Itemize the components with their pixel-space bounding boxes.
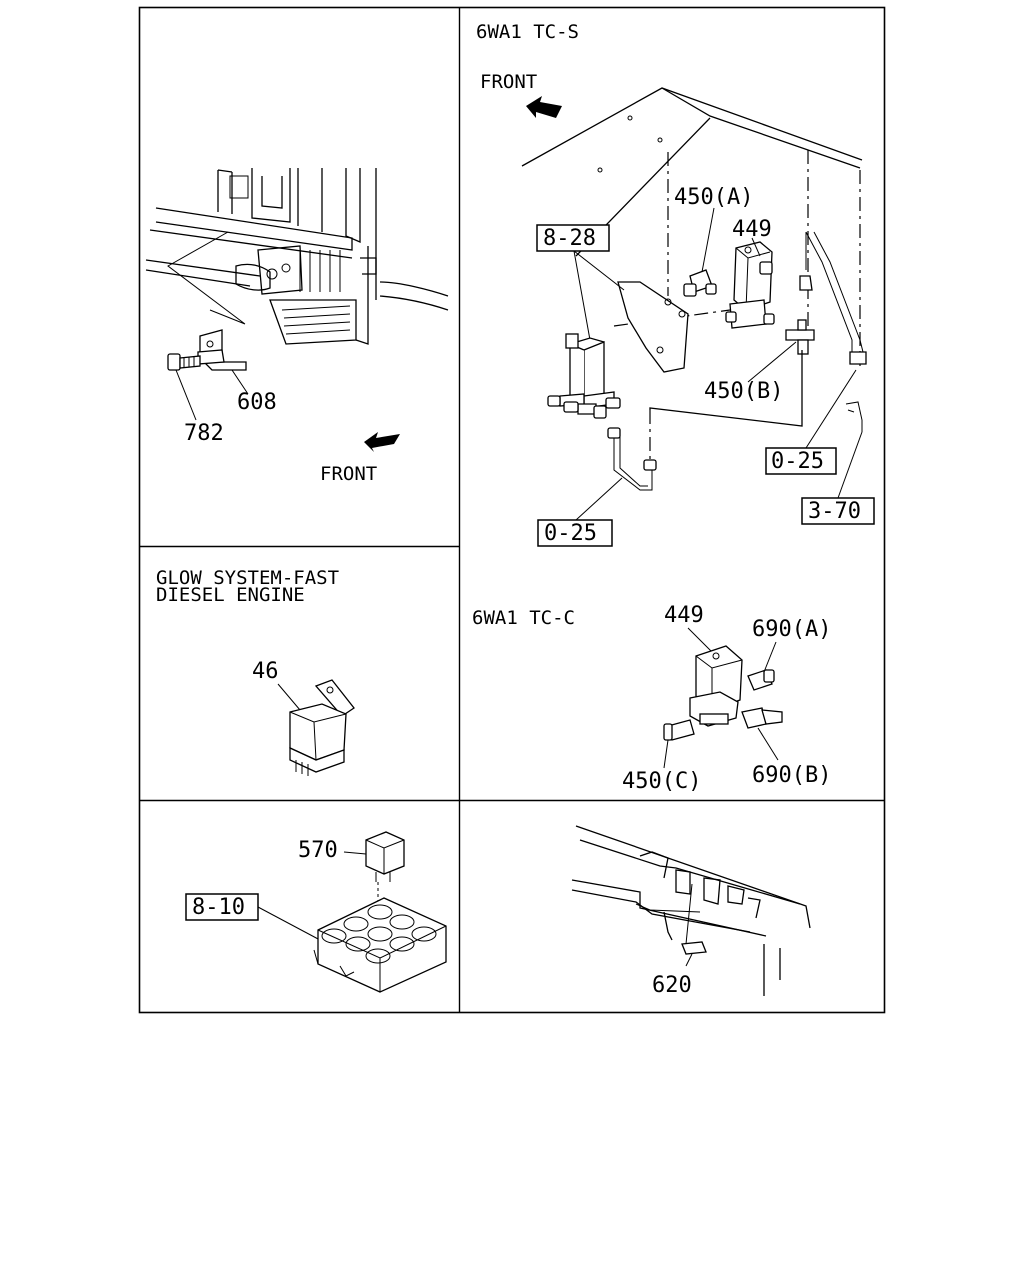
- variant-heading-tcs: 6WA1 TC-S: [476, 21, 579, 43]
- pipe-end-370: [845, 401, 863, 432]
- panel-middle-left: GLOW SYSTEM-FAST DIESEL ENGINE 46: [156, 567, 355, 776]
- bracket-location-leader: [167, 231, 246, 325]
- panel-top-left: 608 782 FRONT: [145, 168, 449, 485]
- callout-450a: 450(A): [674, 185, 753, 210]
- chassis-frame-drawing: [145, 168, 449, 345]
- panel-bottom-right: 620: [571, 825, 811, 998]
- leader-449-tcc: [687, 627, 713, 653]
- relay-570-drawing: [365, 831, 405, 906]
- leader-3-70: [837, 431, 863, 499]
- variant-heading-tcc: 6WA1 TC-C: [472, 607, 575, 629]
- ref-box-0-25-bottom: [537, 519, 613, 547]
- leader-690a: [763, 641, 777, 673]
- callout-449: 449: [732, 217, 772, 242]
- hose-clip: [643, 459, 657, 471]
- solenoid-449-tcc-drawing: [689, 645, 743, 727]
- ref-0-25-right: 0-25: [771, 449, 824, 474]
- front-label: FRONT: [320, 463, 377, 485]
- leader-46: [277, 683, 301, 711]
- heading-diesel-engine: DIESEL ENGINE: [156, 584, 305, 606]
- leader-0-25-bottom: [575, 477, 623, 521]
- ref-box-3-70: [801, 497, 875, 525]
- solenoid-valve-left-drawing: [547, 333, 621, 419]
- callout-690a: 690(A): [752, 617, 831, 642]
- callout-46: 46: [252, 659, 279, 684]
- panel-middle-right: 6WA1 TC-C 449 690(A) 690(B) 450(C): [472, 603, 831, 794]
- vacuum-hose-return: [649, 350, 803, 427]
- switch-620-drawing: [681, 941, 707, 955]
- ref-8-10: 8-10: [192, 895, 245, 920]
- callout-450c: 450(C): [622, 769, 701, 794]
- ref-8-28: 8-28: [543, 226, 596, 251]
- pipe-union: [849, 351, 867, 365]
- ref-3-70: 3-70: [808, 499, 861, 524]
- ref-box-8-28: [536, 224, 610, 252]
- ref-box-8-10: [185, 893, 259, 921]
- mounting-bracket-drawing: [617, 281, 689, 373]
- valve-450a-drawing: [683, 269, 717, 297]
- cab-floor-drawing: [521, 87, 863, 257]
- vacuum-hose-lower: [613, 430, 653, 491]
- pipe-end-cap: [799, 275, 813, 291]
- leader-608: [231, 369, 249, 395]
- callout-690b: 690(B): [752, 763, 831, 788]
- hose-clip: [607, 427, 621, 439]
- fitting-690b-drawing: [741, 707, 783, 729]
- diagram-frame: [138, 6, 886, 1014]
- vacuum-pipe: [805, 231, 865, 357]
- tee-fitting-450b-drawing: [785, 319, 815, 355]
- callout-608: 608: [237, 390, 277, 415]
- bolt-782-drawing: [167, 353, 201, 371]
- bracket-608-drawing: [197, 329, 247, 371]
- leader-570: [343, 851, 367, 855]
- callout-449-tcc: 449: [664, 603, 704, 628]
- panel-bottom-left: 570 8-10: [185, 831, 447, 993]
- heading-glow-system: GLOW SYSTEM-FAST: [156, 567, 339, 589]
- leader-0-25-right: [805, 369, 857, 449]
- ref-0-25-bottom: 0-25: [544, 521, 597, 546]
- relay-box-drawing: [313, 897, 447, 993]
- fitting-690a-drawing: [747, 669, 775, 691]
- panel-top-right: 6WA1 TC-S FRONT 8-28: [476, 21, 875, 547]
- front-label: FRONT: [480, 71, 537, 93]
- front-arrow-icon: [364, 432, 400, 452]
- leader-8-28: [573, 250, 625, 341]
- leader-8-10: [257, 906, 321, 941]
- leader-690b: [757, 727, 779, 761]
- leader-450a: [701, 207, 715, 273]
- ref-box-0-25-right: [765, 447, 837, 475]
- dashboard-drawing: [571, 825, 811, 996]
- leader-449: [751, 237, 761, 257]
- leader-782: [175, 369, 197, 421]
- solenoid-449-drawing: [725, 241, 775, 329]
- callout-782: 782: [184, 421, 224, 446]
- front-arrow-icon: [526, 96, 562, 118]
- callout-570: 570: [298, 838, 338, 863]
- leader-450c: [663, 739, 669, 769]
- leader-620: [685, 883, 693, 967]
- leader-450b: [747, 341, 797, 383]
- callout-620: 620: [652, 973, 692, 998]
- valve-450c-drawing: [663, 719, 695, 741]
- glow-relay-46-drawing: [289, 679, 355, 776]
- callout-450b: 450(B): [704, 379, 783, 404]
